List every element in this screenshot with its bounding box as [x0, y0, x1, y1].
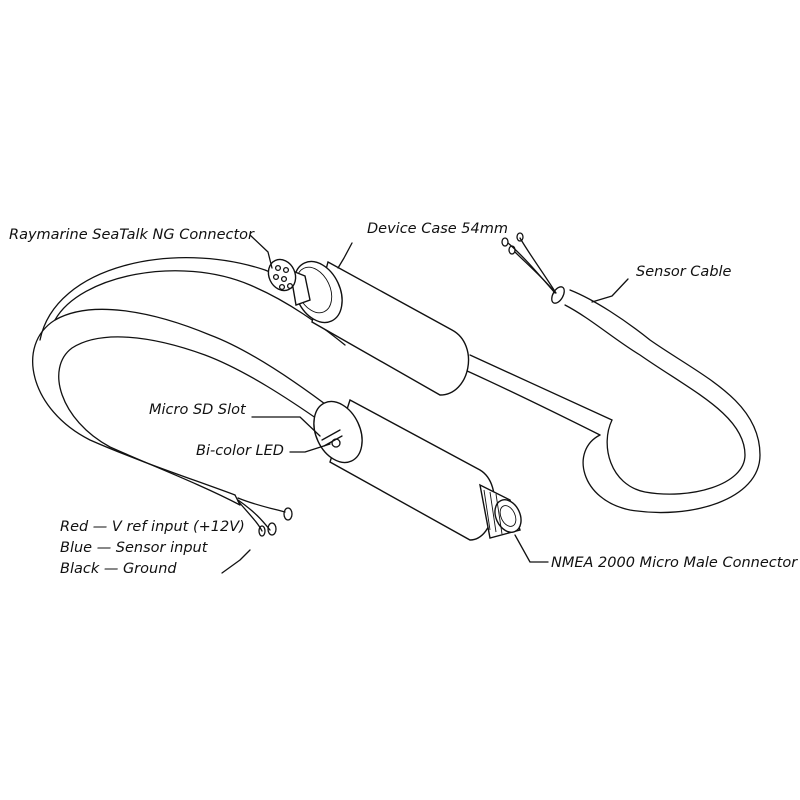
label-wire-black: Black — Ground — [60, 561, 177, 577]
lower-device-case — [313, 398, 522, 541]
label-sensor-cable: Sensor Cable — [636, 264, 732, 280]
right-cable-loop — [464, 232, 761, 514]
leader-lines — [221, 234, 629, 574]
label-device-case: Device Case 54mm — [367, 221, 508, 237]
label-nmea-connector: NMEA 2000 Micro Male Connector — [551, 555, 798, 571]
label-micro-sd-slot: Micro SD Slot — [149, 402, 246, 418]
label-wire-blue: Blue — Sensor input — [60, 540, 208, 556]
label-seatalk-connector: Raymarine SeaTalk NG Connector — [9, 227, 255, 243]
label-wire-red: Red — V ref input (+12V) — [60, 519, 245, 535]
label-bicolor-led: Bi-color LED — [196, 443, 284, 459]
upper-device-case — [267, 258, 470, 396]
